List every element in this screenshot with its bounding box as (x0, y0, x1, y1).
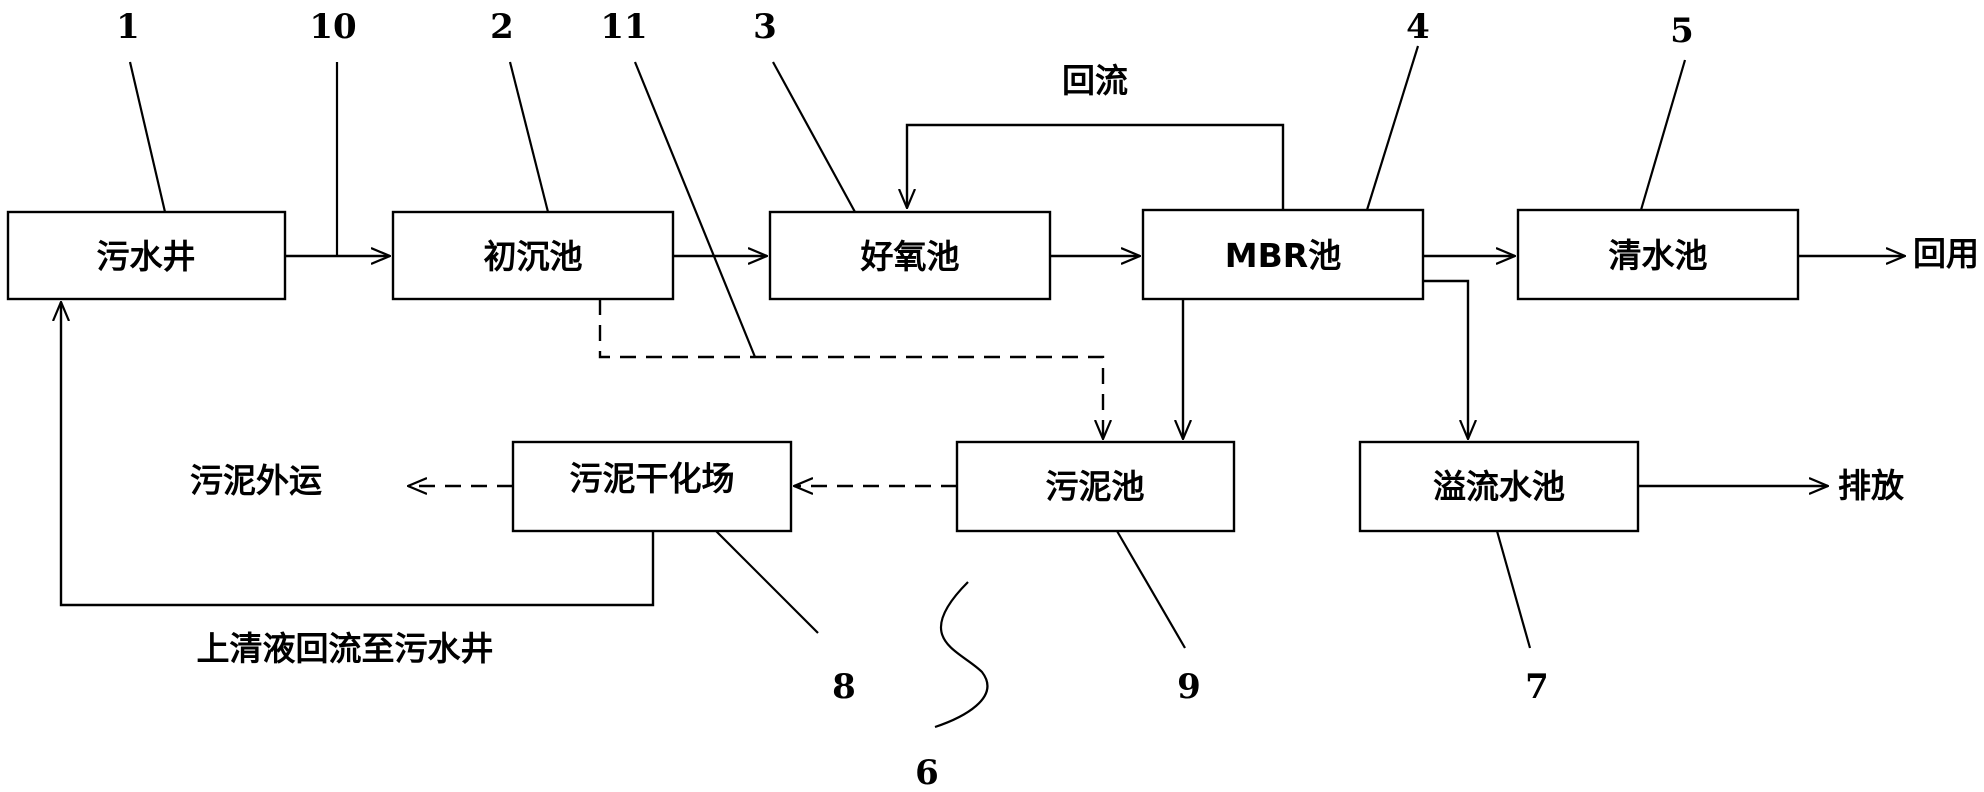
sludge-drying-label: 污泥干化场 (570, 459, 735, 498)
ref-number-8: 8 (832, 667, 856, 707)
ref-number-10: 10 (309, 7, 356, 47)
reflux-label: 回流 (1062, 61, 1128, 100)
ref-number-11: 11 (600, 7, 647, 47)
overflow-tank-label: 溢流水池 (1433, 467, 1565, 506)
leader-5 (1639, 59, 1687, 211)
ref-number-2: 2 (490, 7, 514, 47)
ref-number-7: 7 (1525, 667, 1549, 707)
supernatant-return-label: 上清液回流至污水井 (197, 629, 494, 668)
supernatant-return-arrow (61, 302, 655, 607)
leader-7 (1495, 530, 1532, 649)
reflux-arrow (907, 123, 1285, 210)
leader-1 (128, 61, 167, 213)
sludge-transport-label: 污泥外运 (190, 461, 322, 500)
sewage-well-label: 污水井 (97, 237, 196, 276)
discharge-label: 排放 (1838, 466, 1905, 505)
mbr-to-overflow-arrow (1423, 279, 1468, 439)
ref-number-6: 6 (915, 753, 939, 792)
primary-sludge-dashed-arrow (598, 299, 1103, 439)
reuse-label: 回用 (1913, 234, 1979, 273)
leader-11 (633, 61, 757, 358)
ref-number-4: 4 (1406, 7, 1430, 47)
ref-number-3: 3 (753, 7, 777, 47)
ref-number-5: 5 (1670, 11, 1694, 51)
clear-water-tank-box (1516, 208, 1800, 301)
leader-6-curve (934, 581, 989, 729)
leader-4 (1365, 45, 1420, 211)
leader-3 (772, 61, 856, 213)
leader-9 (1116, 530, 1186, 649)
ref-number-1: 1 (116, 7, 140, 47)
aerobic-tank-label: 好氧池 (860, 237, 960, 276)
ref-number-9: 9 (1177, 667, 1201, 707)
sludge-tank-label: 污泥池 (1046, 467, 1145, 506)
leader-8 (715, 530, 819, 634)
mbr-tank-label: MBR池 (1225, 236, 1341, 275)
primary-tank-label: 初沉池 (484, 237, 583, 276)
clear-water-tank-label: 清水池 (1609, 236, 1708, 275)
leader-2 (508, 61, 550, 213)
